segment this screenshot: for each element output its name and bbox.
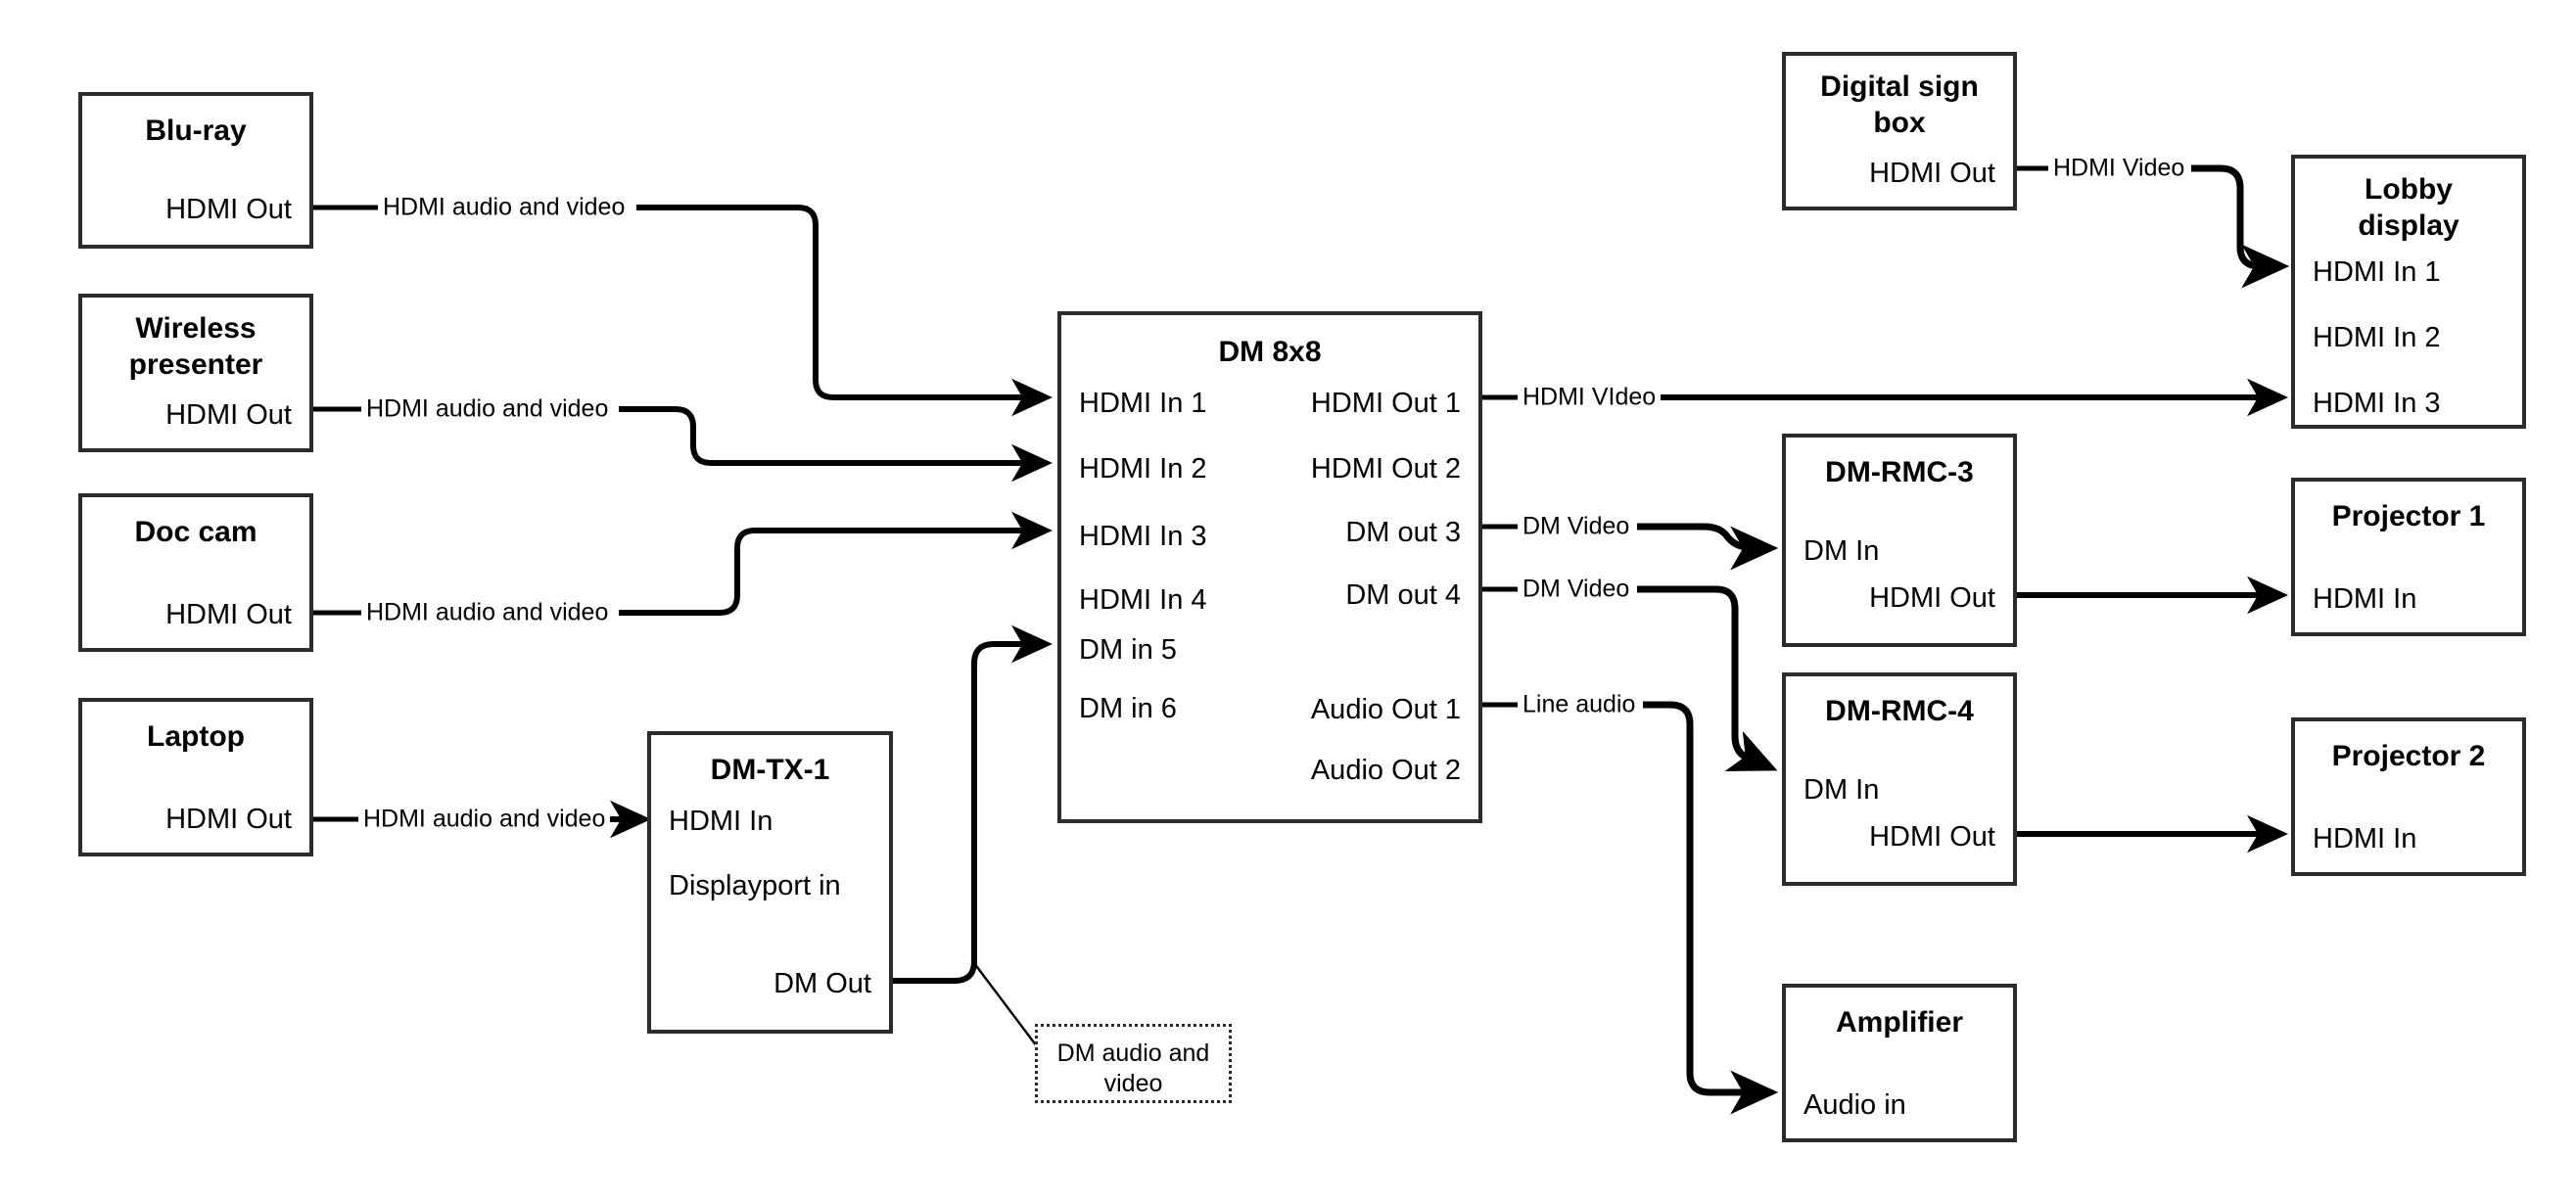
node-amplifier-title: Amplifier [1835, 1006, 1964, 1039]
wire-bluray-to-hdmi-in-1 [313, 205, 1053, 417]
port-dmtx1-hdmi-in[interactable]: HDMI In [669, 806, 773, 837]
node-bluray[interactable]: Blu-ray HDMI Out [78, 92, 313, 249]
port-lobby-hdmi-in-3[interactable]: HDMI In 3 [2313, 388, 2441, 419]
port-projector1-hdmi-in[interactable]: HDMI In [2313, 583, 2417, 615]
node-bluray-title: Blu-ray [145, 115, 247, 147]
node-dm-rmc-3[interactable]: DM-RMC-3 DM In HDMI Out [1782, 434, 2017, 647]
note-dm-audio-and-video-text: DM audio and video [1056, 1039, 1210, 1098]
node-dm-rmc-3-title: DM-RMC-3 [1825, 456, 1974, 488]
port-dm8x8-hdmi-out-2[interactable]: HDMI Out 2 [1310, 453, 1461, 485]
port-wireless-hdmi-out[interactable]: HDMI Out [165, 399, 292, 431]
port-dmrmc4-hdmi-out[interactable]: HDMI Out [1869, 821, 1995, 853]
wire-label-signbox: HDMI Video [2048, 154, 2190, 183]
node-projector-2[interactable]: Projector 2 HDMI In [2291, 717, 2526, 876]
port-dm8x8-dm-in-5[interactable]: DM in 5 [1079, 634, 1177, 666]
port-laptop-hdmi-out[interactable]: HDMI Out [165, 804, 292, 835]
node-laptop-title: Laptop [147, 720, 245, 753]
port-signbox-hdmi-out[interactable]: HDMI Out [1869, 158, 1995, 189]
port-dmtx1-displayport-in[interactable]: Displayport in [669, 870, 841, 901]
port-dm8x8-dm-in-6[interactable]: DM in 6 [1079, 693, 1177, 724]
node-dm-tx-1[interactable]: DM-TX-1 HDMI In Displayport in DM Out [647, 731, 893, 1034]
node-digital-sign-box[interactable]: Digital sign box HDMI Out [1782, 52, 2017, 210]
node-projector-1-title: Projector 1 [2331, 500, 2486, 532]
port-dm8x8-audio-out-1[interactable]: Audio Out 1 [1310, 694, 1461, 725]
node-lobby-display[interactable]: Lobby display HDMI In 1 HDMI In 2 HDMI I… [2291, 155, 2526, 429]
node-dm-rmc-4-title: DM-RMC-4 [1825, 695, 1974, 727]
node-dm-8x8-title: DM 8x8 [1218, 336, 1322, 368]
port-dm8x8-dm-out-4[interactable]: DM out 4 [1345, 579, 1461, 611]
port-doccam-hdmi-out[interactable]: HDMI Out [165, 599, 292, 630]
wire-dm-out-4-to-rmc4 [1482, 585, 1778, 771]
port-dmrmc4-dm-in[interactable]: DM In [1803, 774, 1880, 806]
wire-label-bluray: HDMI audio and video [378, 193, 631, 222]
node-wireless-presenter-title: Wireless presenter [128, 312, 263, 381]
port-lobby-hdmi-in-2[interactable]: HDMI In 2 [2313, 322, 2441, 353]
note-dm-audio-and-video: DM audio and video [1035, 1024, 1232, 1103]
port-dm8x8-hdmi-in-4[interactable]: HDMI In 4 [1079, 584, 1207, 616]
wire-label-audio-out-1: Line audio [1518, 690, 1641, 719]
wire-label-hdmi-out-1: HDMI VIdeo [1518, 383, 1662, 412]
node-digital-sign-box-title: Digital sign box [1820, 70, 1979, 139]
port-dm8x8-hdmi-in-1[interactable]: HDMI In 1 [1079, 388, 1207, 419]
port-bluray-hdmi-out[interactable]: HDMI Out [165, 194, 292, 225]
node-dm-8x8[interactable]: DM 8x8 HDMI In 1 HDMI In 2 HDMI In 3 HDM… [1057, 311, 1482, 823]
port-dmrmc3-hdmi-out[interactable]: HDMI Out [1869, 582, 1995, 614]
wire-audio-out-1-to-amplifier [1482, 701, 1779, 1115]
node-projector-2-title: Projector 2 [2331, 740, 2486, 772]
wire-label-wireless: HDMI audio and video [361, 394, 614, 424]
port-dm8x8-audio-out-2[interactable]: Audio Out 2 [1310, 755, 1461, 786]
wire-label-doccam: HDMI audio and video [361, 598, 614, 627]
port-dm8x8-hdmi-in-3[interactable]: HDMI In 3 [1079, 521, 1207, 552]
wire-signbox-to-lobby-in-1 [2017, 164, 2290, 289]
node-dm-tx-1-title: DM-TX-1 [710, 754, 830, 786]
port-projector2-hdmi-in[interactable]: HDMI In [2313, 823, 2417, 855]
node-doc-cam-title: Doc cam [134, 516, 258, 548]
port-dm8x8-hdmi-in-2[interactable]: HDMI In 2 [1079, 453, 1207, 485]
node-lobby-display-title: Lobby display [2358, 173, 2459, 242]
port-dmtx1-dm-out[interactable]: DM Out [773, 968, 871, 999]
port-dmrmc3-dm-in[interactable]: DM In [1803, 535, 1880, 567]
wire-label-dm-out-3: DM Video [1518, 512, 1635, 541]
node-dm-rmc-4[interactable]: DM-RMC-4 DM In HDMI Out [1782, 672, 2017, 886]
wire-dmtx1-to-dm-in-5 [893, 624, 1053, 1051]
wire-label-laptop: HDMI audio and video [358, 805, 611, 834]
node-amplifier[interactable]: Amplifier Audio in [1782, 984, 2017, 1142]
port-dm8x8-dm-out-3[interactable]: DM out 3 [1345, 517, 1461, 548]
node-laptop[interactable]: Laptop HDMI Out [78, 698, 313, 856]
node-projector-1[interactable]: Projector 1 HDMI In [2291, 478, 2526, 636]
port-dm8x8-hdmi-out-1[interactable]: HDMI Out 1 [1310, 388, 1461, 419]
port-amplifier-audio-in[interactable]: Audio in [1803, 1089, 1906, 1121]
node-wireless-presenter[interactable]: Wireless presenter HDMI Out [78, 294, 313, 452]
wire-label-dm-out-4: DM Video [1518, 575, 1635, 604]
node-doc-cam[interactable]: Doc cam HDMI Out [78, 493, 313, 652]
port-lobby-hdmi-in-1[interactable]: HDMI In 1 [2313, 256, 2441, 288]
